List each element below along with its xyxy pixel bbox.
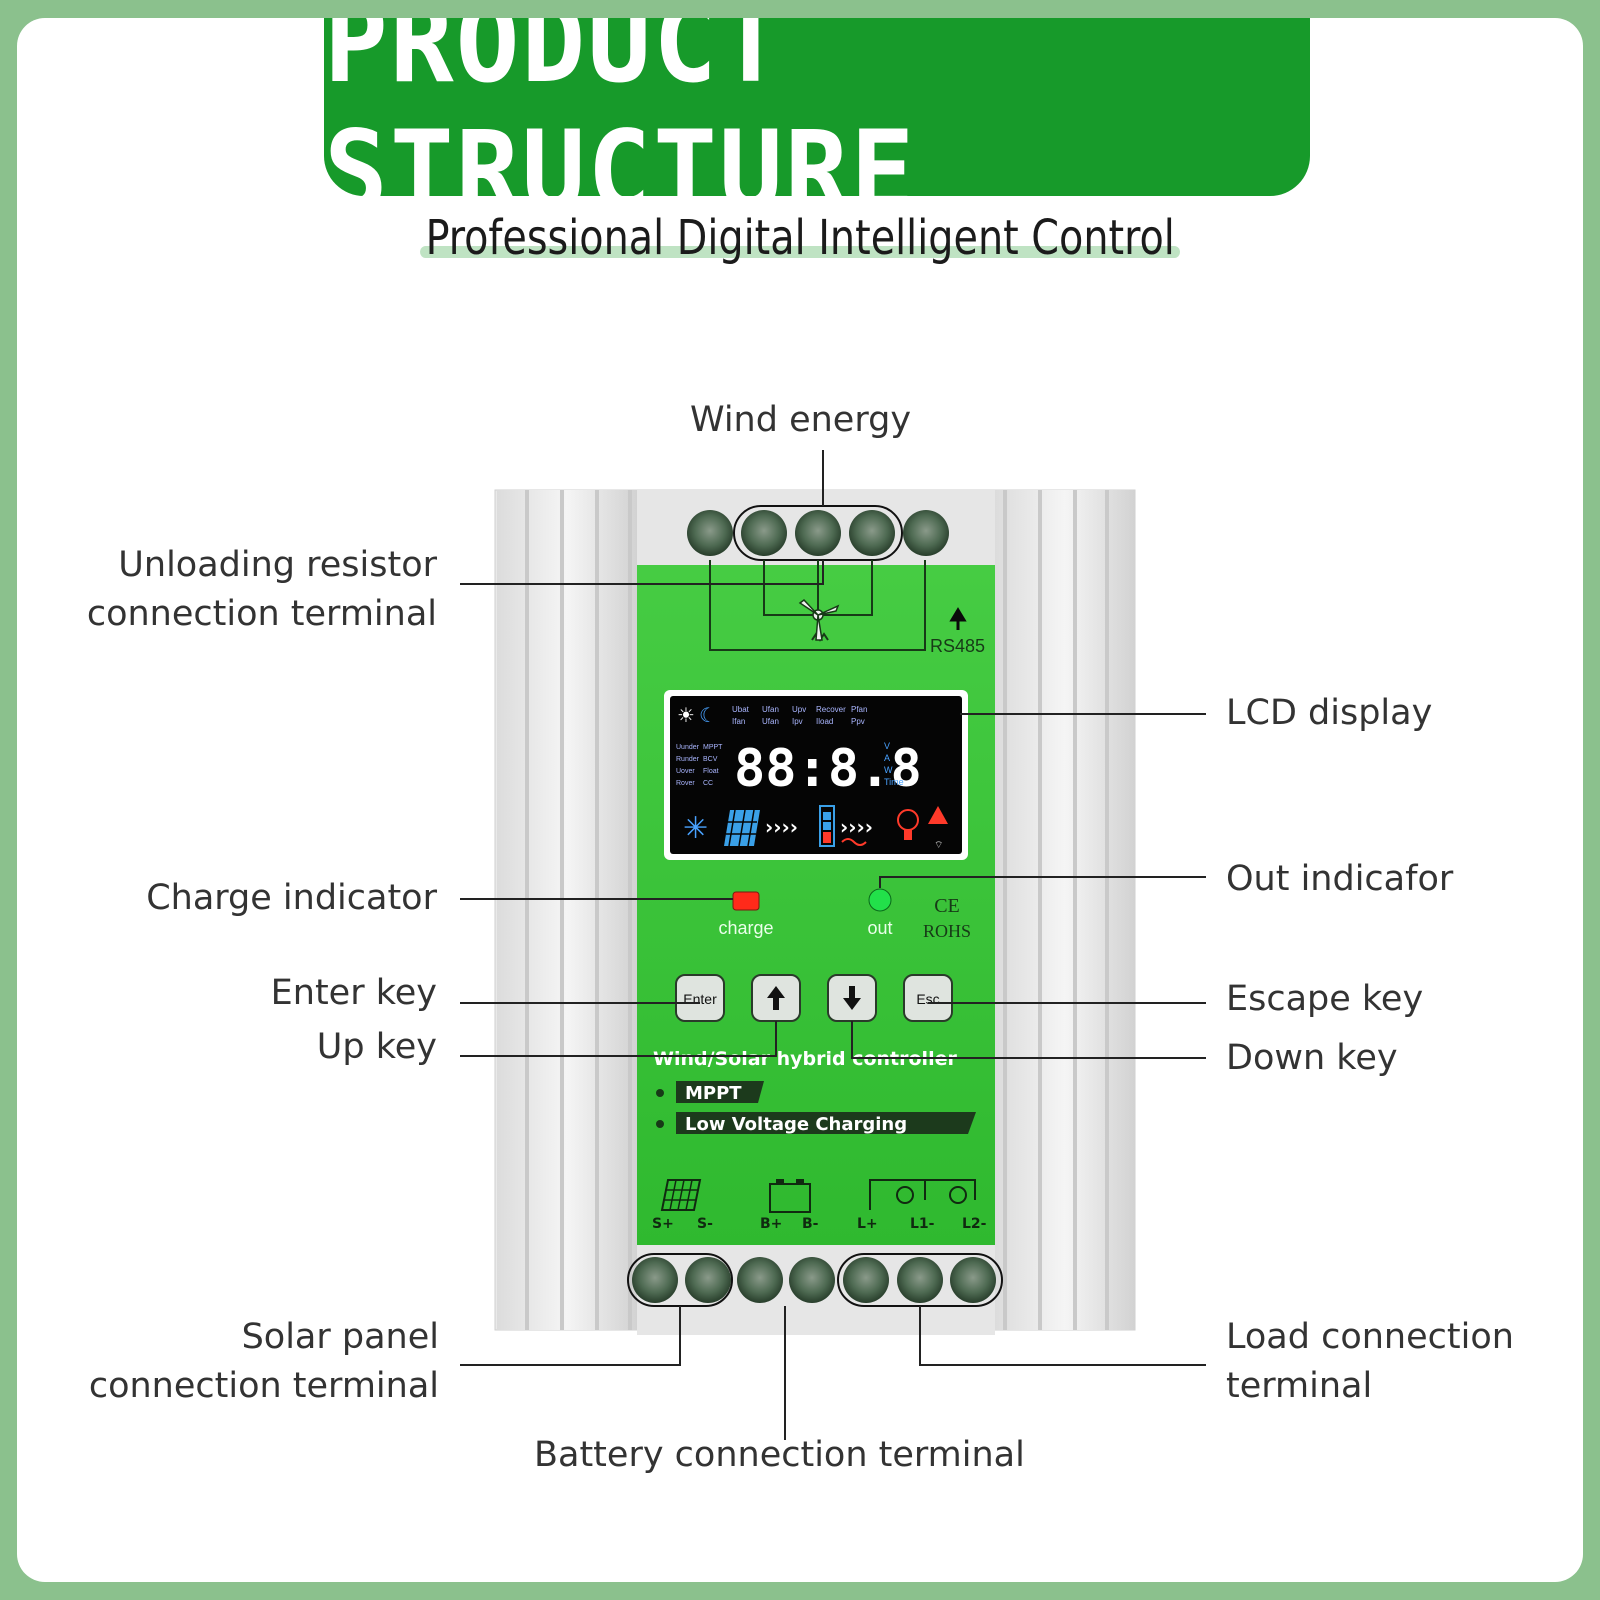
callout-charge-indicator: Charge indicator [146,878,437,918]
model-text: Wind/Solar hybrid controller [653,1048,957,1070]
enter-key[interactable]: Enter [675,974,725,1022]
lcd-label-iload: Iload [816,717,833,726]
feature-low-voltage: Low Voltage Charging [685,1114,907,1135]
lcd-left-6: Rover [676,780,695,787]
esc-key[interactable]: Esc [903,974,953,1022]
callout-load-line1: Load connection [1226,1317,1514,1357]
callout-load-connection: Load connection terminal [1226,1313,1514,1411]
callout-enter-key: Enter key [270,973,437,1013]
lamp-icon [897,809,919,840]
lcd-unit-w: W [884,765,893,775]
out-label: out [867,918,892,938]
lcd-label-ufan2: Ufan [762,717,779,726]
warning-icon [928,806,948,824]
callout-solar-line1: Solar panel [241,1317,439,1357]
terminal-s-minus: S- [697,1216,713,1232]
lcd-label-upv: Upv [792,705,806,714]
callout-solar-panel: Solar panel connection terminal [40,1313,439,1411]
ce-mark: CE [934,895,960,917]
flow-arrows-icon: ›››› [765,815,798,839]
bottom-load-icon [869,1179,976,1210]
lcd-label-pfan: Pfan [851,705,867,714]
out-led [868,888,892,912]
rohs-mark: ROHS [923,921,971,941]
callout-unloading-line1: Unloading resistor [118,545,437,585]
lcd-left-4: Uover [676,768,695,775]
lcd-label-ubat: Ubat [732,705,750,714]
lcd-digits: 88:8.8 [734,739,922,799]
terminal-l-plus: L+ [857,1216,878,1232]
lcd-label-ufan: Ufan [762,705,779,714]
callout-load-line2: terminal [1226,1366,1373,1406]
terminal-l2-minus: L2- [962,1216,987,1232]
battery-icon [819,805,835,847]
low-voltage-tag [676,1112,976,1134]
feature-mppt: MPPT [685,1083,742,1104]
lcd-left-5: Float [703,768,719,775]
wind-turbine-icon [798,598,840,641]
lcd-left-1: MPPT [703,744,723,751]
lcd-unit-time: Time [884,777,904,787]
lcd-label-recover: Recover [816,705,846,714]
banner-title: PRODUCT STRUCTURE [324,18,917,237]
callout-out-indicator: Out indicafor [1226,859,1454,899]
callout-solar-line2: connection terminal [88,1366,439,1406]
solar-panel-icon [724,809,760,847]
rs485-label: RS485 [930,636,985,656]
terminal-b-minus: B- [802,1216,819,1232]
flow-arrows-2-icon: ›››› [840,815,873,839]
mppt-tag [676,1081,764,1103]
callout-escape-key: Escape key [1226,979,1424,1019]
callout-unloading-line2: connection terminal [86,594,437,634]
callout-lcd-display: LCD display [1226,693,1433,733]
wave-icon [841,838,867,846]
lcd-left-3: BCV [703,756,718,763]
terminal-b-plus: B+ [760,1216,782,1232]
lcd-unit-a: A [884,753,890,763]
title-banner: PRODUCT STRUCTURE [324,18,1310,236]
callout-down-key: Down key [1226,1038,1398,1078]
arrow-up-key-icon [767,986,785,1010]
lcd-screen: ☀ ☾ Ubat Ufan Upv Recover Pfan Ifan Ufan… [664,690,968,860]
wifi-icon: ⌔ [934,840,943,851]
down-key[interactable] [827,974,877,1022]
charge-label: charge [718,918,773,938]
terminal-s-plus: S+ [652,1216,674,1232]
charge-led [732,891,760,911]
snowflake-icon: ✳ [683,811,708,846]
bottom-battery-icon [769,1179,811,1213]
esc-key-label: Esc [916,991,939,1007]
lcd-unit-v: V [884,741,890,751]
subtitle-wrap: Professional Digital Intelligent Control [0,210,1600,266]
arrow-up-icon [949,607,967,630]
lcd-left-2: Runder [676,756,700,763]
top-terminals [687,505,949,561]
leader-lines [460,450,1206,1440]
enter-key-label: Enter [683,991,717,1007]
moon-icon: ☾ [699,703,717,727]
lcd-label-ipv: Ipv [792,717,803,726]
lcd-left-7: CC [703,780,713,787]
lcd-label-ifan: Ifan [732,717,745,726]
terminal-l1-minus: L1- [910,1216,935,1232]
sun-icon: ☀ [677,703,695,727]
up-key[interactable] [751,974,801,1022]
arrow-down-key-icon [843,986,861,1010]
bottom-solar-icon [660,1179,702,1211]
subtitle: Professional Digital Intelligent Control [419,210,1181,266]
callout-battery-terminal: Battery connection terminal [534,1435,1025,1475]
callout-up-key: Up key [316,1027,437,1067]
callout-wind-energy: Wind energy [690,400,912,440]
callout-unloading-resistor: Unloading resistor connection terminal [40,541,437,639]
lcd-left-0: Uunder [676,744,700,751]
lcd-label-ppv: Ppv [851,717,865,726]
